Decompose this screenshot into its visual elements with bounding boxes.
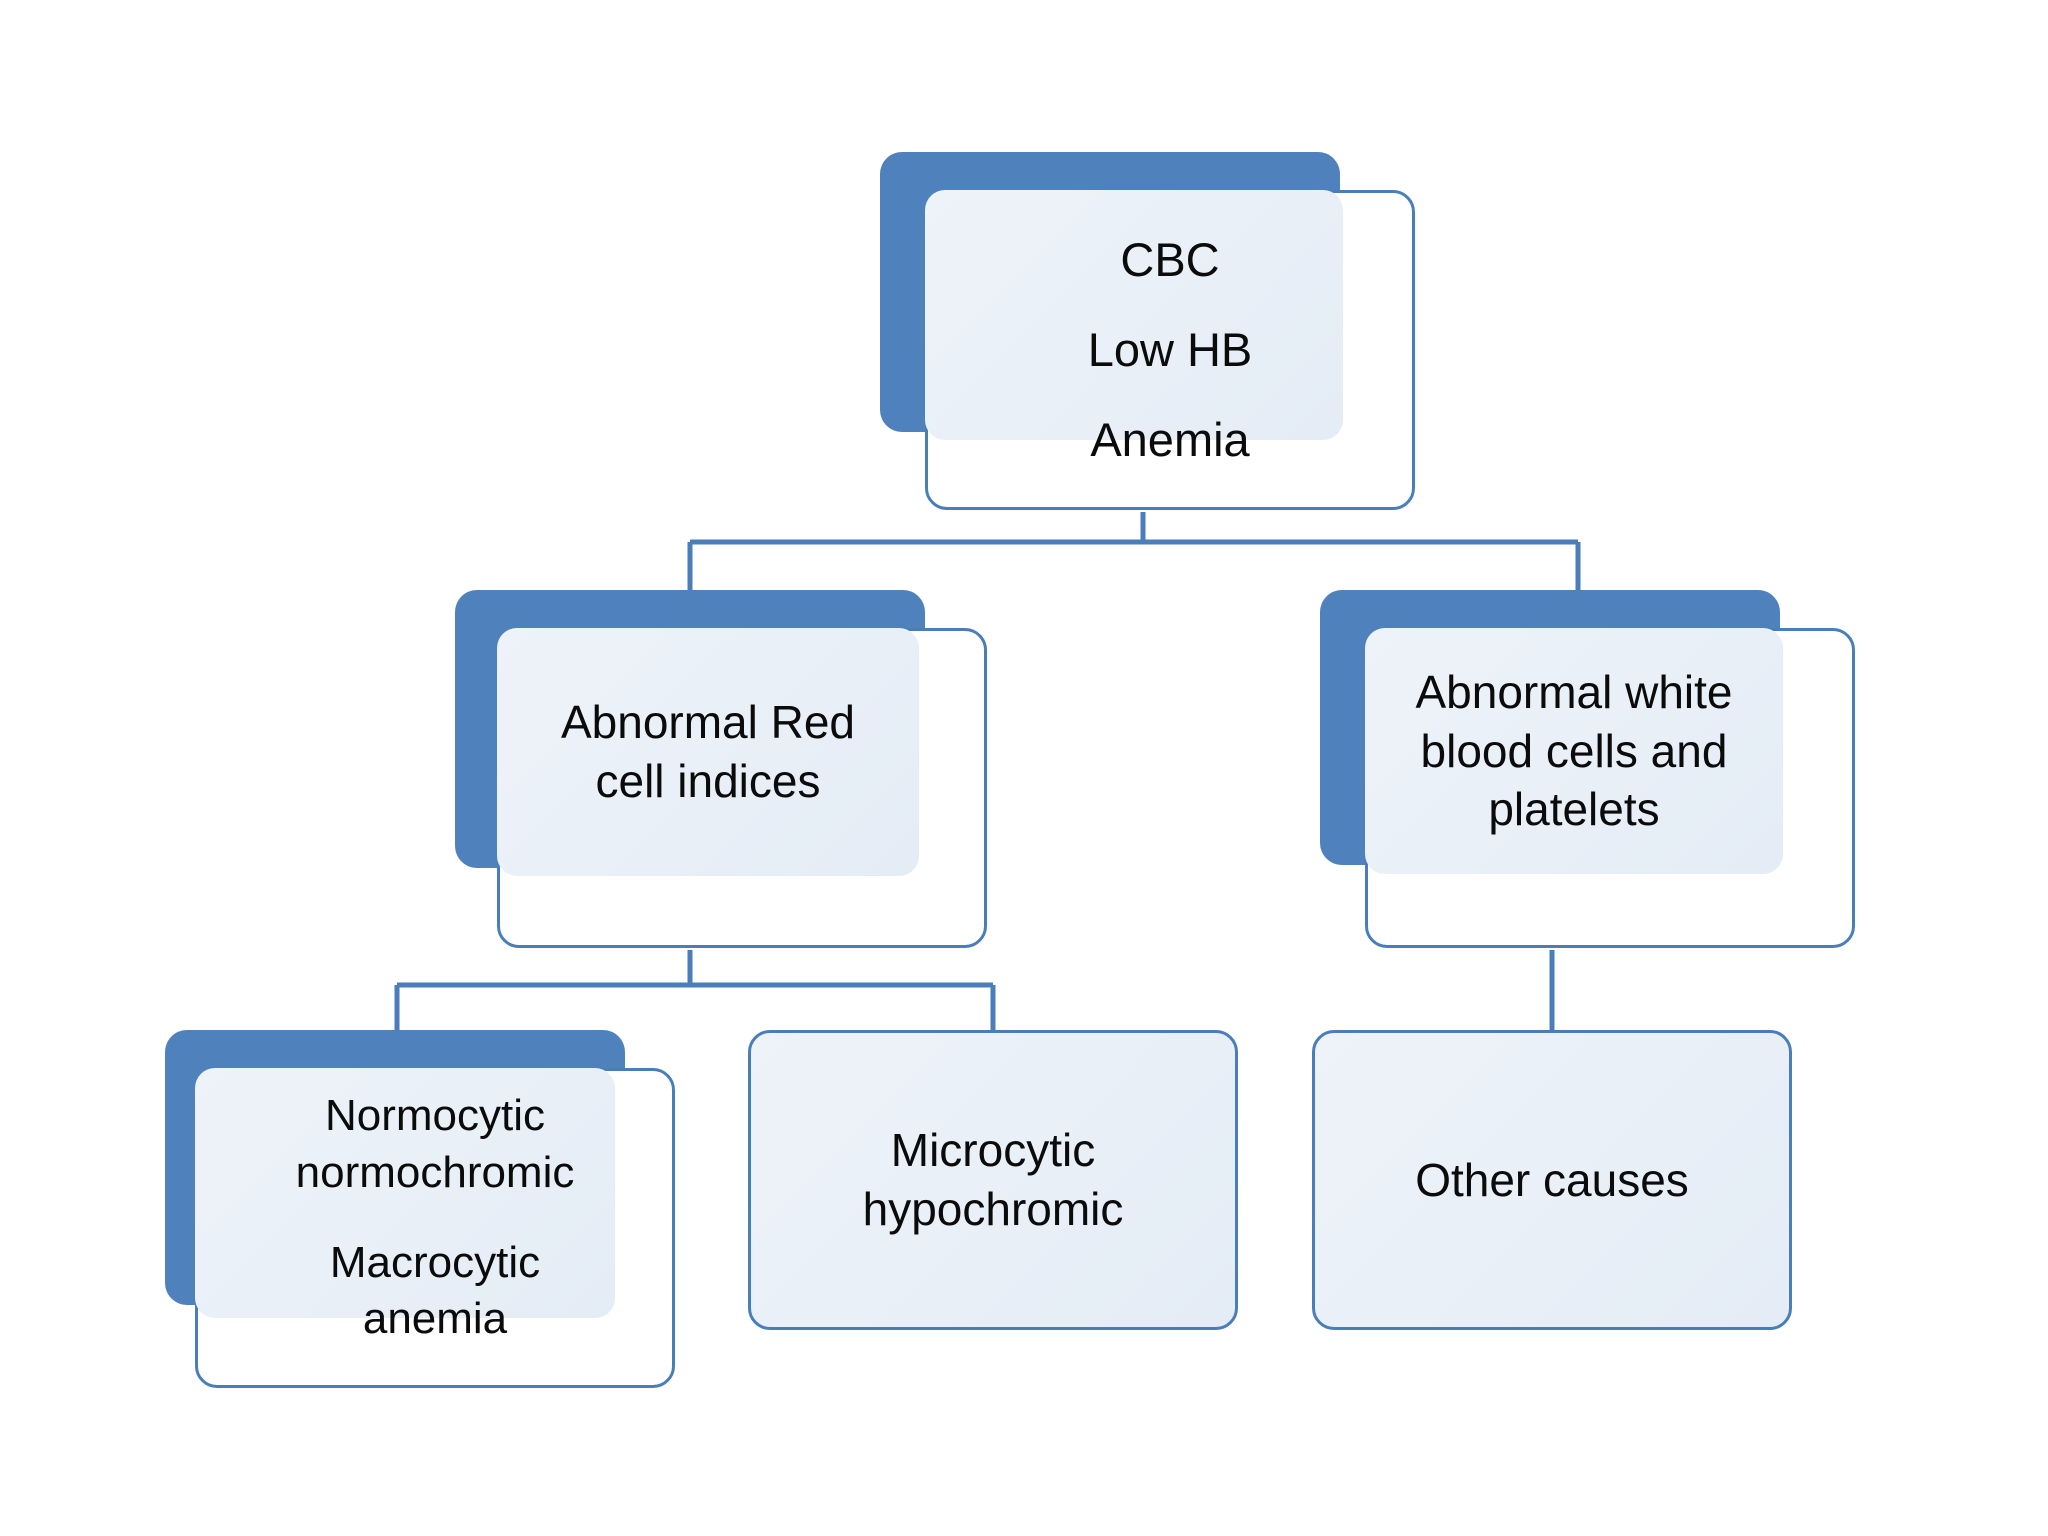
node-label-normocytic-normochromic: Normocytic normochromic [295, 1091, 575, 1197]
node-fill-card: Abnormal white blood cells and platelets [1365, 628, 1783, 874]
node-abnormal-white-blood-cells-platelets[interactable]: Abnormal white blood cells and platelets [1320, 590, 1865, 950]
node-label-abnormal-red: Abnormal Red cell indices [560, 696, 856, 807]
node-label-other-causes: Other causes [1415, 1153, 1689, 1206]
node-label-group: Normocytic normochromic Macrocytic anemi… [195, 1048, 675, 1388]
node-microcytic-hypochromic[interactable]: Microcytic hypochromic [748, 1030, 1238, 1330]
node-plain-card: Other causes [1312, 1030, 1792, 1330]
node-other-causes[interactable]: Other causes [1312, 1030, 1792, 1330]
node-normocytic-macrocytic[interactable]: Normocytic normochromic Macrocytic anemi… [165, 1030, 685, 1400]
node-label-cbc: CBC [1120, 232, 1220, 286]
node-label-group: CBC Low HB Anemia [925, 190, 1415, 510]
node-cbc-low-hb-anemia[interactable]: CBC Low HB Anemia [880, 152, 1420, 512]
node-fill-card: Abnormal Red cell indices [497, 628, 919, 876]
node-label-abnormal-white: Abnormal white blood cells and platelets [1415, 665, 1733, 836]
node-label-macrocytic-anemia: Macrocytic anemia [329, 1238, 541, 1344]
node-label-anemia: Anemia [1090, 413, 1250, 467]
node-fill-card [925, 190, 1343, 440]
node-plain-card: Microcytic hypochromic [748, 1030, 1238, 1330]
node-abnormal-red-cell-indices[interactable]: Abnormal Red cell indices [455, 590, 1015, 950]
node-label-low-hb: Low HB [1087, 322, 1253, 376]
node-fill-card [195, 1068, 615, 1318]
node-label-microcytic-hypochromic: Microcytic hypochromic [862, 1124, 1124, 1235]
